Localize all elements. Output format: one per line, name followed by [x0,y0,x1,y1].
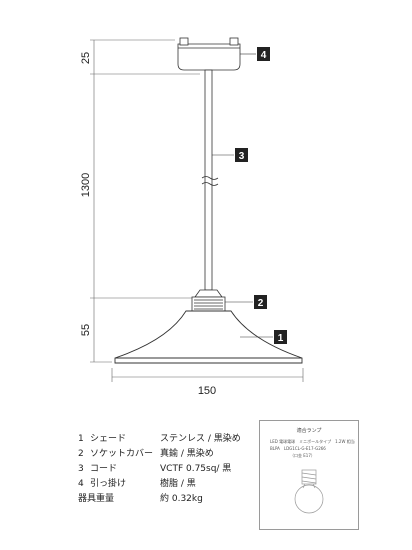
dim-cord-length: 1300 [80,173,92,197]
cord [201,69,219,291]
socket-cover [191,289,226,312]
callout-4: 4 [257,47,270,61]
callout-1: 1 [274,330,287,344]
lamp-shade [114,310,303,364]
callout-2: 2 [254,295,267,309]
lamp-line-2: BLPA LDG1CL-G-E17-G266 [270,446,326,451]
ceiling-hook [177,37,241,71]
compatible-lamp-box: 適合ランプ LED 電球電球 ミニボールタイプ 1.2W 相当 BLPA LDG… [259,420,359,530]
svg-text:1: 1 [278,333,284,344]
spec-list: 1 シェード ステンレス / 黒染め 2 ソケットカバー 真鍮 / 黒染め 3 … [78,432,241,507]
svg-text:2: 2 [258,298,264,309]
spec-row: 2 ソケットカバー 真鍮 / 黒染め [78,449,214,459]
weight-row: 器具重量 約 0.32kg [78,494,203,504]
lamp-line-3: （口金 E17） [290,453,315,458]
leader-lines [212,53,273,338]
spec-row: 4 引っ掛け 樹脂 / 黒 [78,479,196,489]
dim-shade-height: 55 [80,324,92,336]
lamp-title: 適合ランプ [296,428,322,434]
spec-row: 1 シェード ステンレス / 黒染め [78,434,241,444]
svg-text:4: 4 [261,50,267,61]
dim-shade-width: 150 [198,385,216,397]
callout-3: 3 [235,148,248,162]
dim-top-height: 25 [80,52,92,64]
bulb-illustration [294,469,324,514]
spec-row: 3 コード VCTF 0.75sq/ 黒 [78,464,232,474]
svg-text:3: 3 [239,151,245,162]
lamp-line-1: LED 電球電球 ミニボールタイプ 1.2W 相当 [270,439,355,444]
dimension-lines [90,39,304,382]
